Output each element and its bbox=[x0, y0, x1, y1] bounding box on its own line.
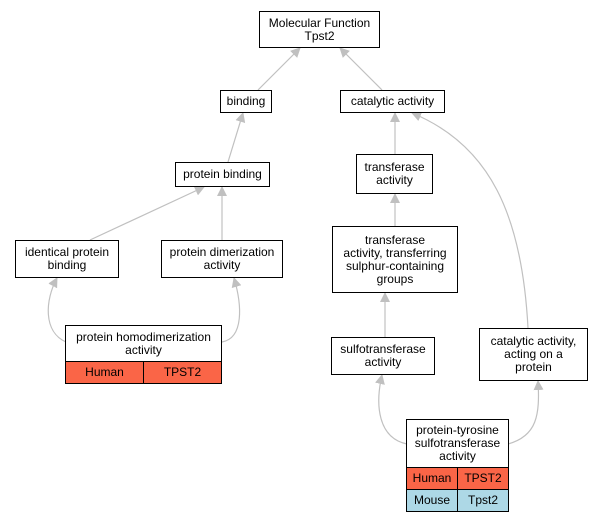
annotation-row-mouse: Mouse Tpst2 bbox=[407, 489, 508, 511]
gene-cell[interactable]: Tpst2 bbox=[457, 490, 508, 511]
edge-tyrosine-sulfo bbox=[375, 374, 408, 445]
node-label: transferase activity, transferring sulph… bbox=[343, 232, 447, 286]
node-molecular-function[interactable]: Molecular Function Tpst2 bbox=[259, 11, 380, 48]
edge-acting-catalytic bbox=[411, 111, 529, 329]
gene-cell[interactable]: TPST2 bbox=[457, 468, 508, 489]
node-protein-tyrosine-sulfotransferase: protein-tyrosine sulfotransferase activi… bbox=[406, 419, 509, 512]
node-catalytic-acting-on-protein[interactable]: catalytic activity, acting on a protein bbox=[479, 328, 588, 381]
species-cell[interactable]: Human bbox=[407, 468, 457, 489]
node-label: protein homodimerization activity bbox=[76, 329, 211, 357]
node-identical-protein-binding[interactable]: identical protein binding bbox=[15, 240, 119, 278]
node-label: identical protein binding bbox=[24, 245, 110, 272]
node-label: transferase activity bbox=[364, 160, 425, 187]
node-label: sulfotransferase activity bbox=[340, 342, 426, 369]
edge-homo-identical bbox=[47, 277, 67, 343]
edge-identical-proteinbinding bbox=[89, 186, 205, 241]
annotation-row-human: Human TPST2 bbox=[407, 467, 508, 489]
node-transferase-sulphur-groups[interactable]: transferase activity, transferring sulph… bbox=[332, 226, 458, 293]
node-label: Molecular Function Tpst2 bbox=[268, 15, 371, 43]
node-transferase-activity[interactable]: transferase activity bbox=[356, 154, 433, 194]
edge-catalytic-root bbox=[339, 47, 383, 91]
node-label: binding bbox=[226, 94, 266, 108]
node-protein-homodimerization: protein homodimerization activity Human … bbox=[65, 325, 222, 384]
edge-binding-root bbox=[257, 47, 301, 91]
node-sulfotransferase-activity[interactable]: sulfotransferase activity bbox=[331, 337, 435, 375]
node-title[interactable]: protein homodimerization activity bbox=[66, 326, 221, 361]
species-cell[interactable]: Human bbox=[66, 362, 143, 383]
node-binding[interactable]: binding bbox=[220, 90, 272, 113]
edge-tyrosine-acting bbox=[507, 380, 544, 445]
node-label: catalytic activity, acting on a protein bbox=[490, 334, 577, 374]
node-label: protein dimerization activity bbox=[169, 245, 275, 272]
node-label: protein binding bbox=[183, 167, 262, 181]
node-protein-binding[interactable]: protein binding bbox=[175, 162, 270, 187]
species-cell[interactable]: Mouse bbox=[407, 490, 457, 511]
node-label: catalytic activity bbox=[350, 94, 435, 108]
node-title[interactable]: protein-tyrosine sulfotransferase activi… bbox=[407, 420, 508, 467]
node-protein-dimerization-activity[interactable]: protein dimerization activity bbox=[161, 240, 283, 278]
gene-cell[interactable]: TPST2 bbox=[143, 362, 221, 383]
annotation-row-human: Human TPST2 bbox=[66, 361, 221, 383]
edge-proteinbinding-binding bbox=[227, 112, 246, 163]
edge-homo-dimerization bbox=[221, 277, 242, 343]
node-label: protein-tyrosine sulfotransferase activi… bbox=[414, 423, 501, 463]
node-catalytic-activity[interactable]: catalytic activity bbox=[340, 90, 445, 113]
